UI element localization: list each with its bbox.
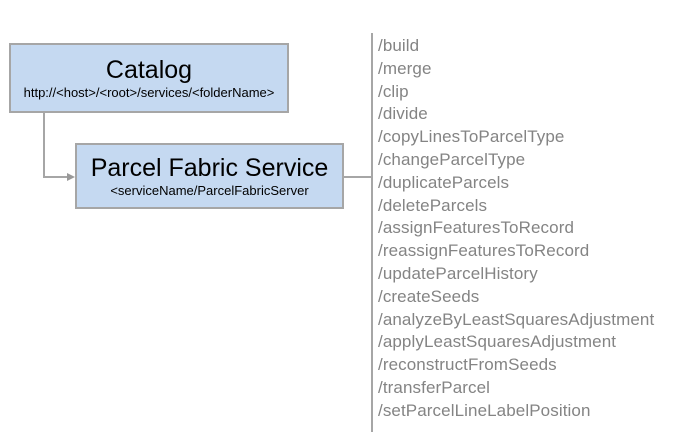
endpoint-item: /updateParcelHistory (378, 263, 538, 283)
connector-arrowhead-icon (67, 172, 75, 181)
endpoints-divider-line (371, 33, 373, 432)
endpoint-item: /copyLinesToParcelType (378, 127, 565, 147)
service-to-endpoints-connector (344, 176, 372, 178)
service-url-pattern: <serviceName/ParcelFabricServer (110, 182, 309, 198)
endpoint-item: /duplicateParcels (378, 172, 510, 192)
endpoint-item: /analyzeByLeastSquaresAdjustment (378, 309, 655, 329)
service-title: Parcel Fabric Service (90, 153, 329, 182)
endpoint-item: /transferParcel (378, 377, 491, 397)
catalog-box: Catalog http://<host>/<root>/services/<f… (9, 43, 289, 113)
endpoint-item: /merge (378, 58, 432, 78)
endpoint-item: /build (378, 36, 420, 55)
catalog-title: Catalog (105, 55, 193, 84)
endpoint-item: /setParcelLineLabelPosition (378, 400, 591, 420)
endpoint-item: /reconstructFromSeeds (378, 355, 557, 375)
catalog-url-pattern: http://<host>/<root>/services/<folderNam… (23, 84, 275, 100)
endpoint-item: /changeParcelType (378, 149, 526, 169)
catalog-to-service-connector-horizontal (43, 176, 68, 178)
catalog-to-service-connector-vertical (43, 113, 45, 178)
endpoint-item: /applyLeastSquaresAdjustment (378, 332, 617, 352)
endpoint-item: /assignFeaturesToRecord (378, 218, 575, 238)
endpoint-item: /deleteParcels (378, 195, 488, 215)
endpoint-item: /reassignFeaturesToRecord (378, 241, 590, 261)
endpoint-item: /createSeeds (378, 286, 480, 306)
endpoint-item: /divide (378, 104, 428, 124)
parcel-fabric-service-box: Parcel Fabric Service <serviceName/Parce… (75, 143, 344, 209)
endpoint-item: /clip (378, 81, 409, 101)
endpoints-list: /build /merge /clip /divide /copyLinesTo… (378, 35, 654, 423)
